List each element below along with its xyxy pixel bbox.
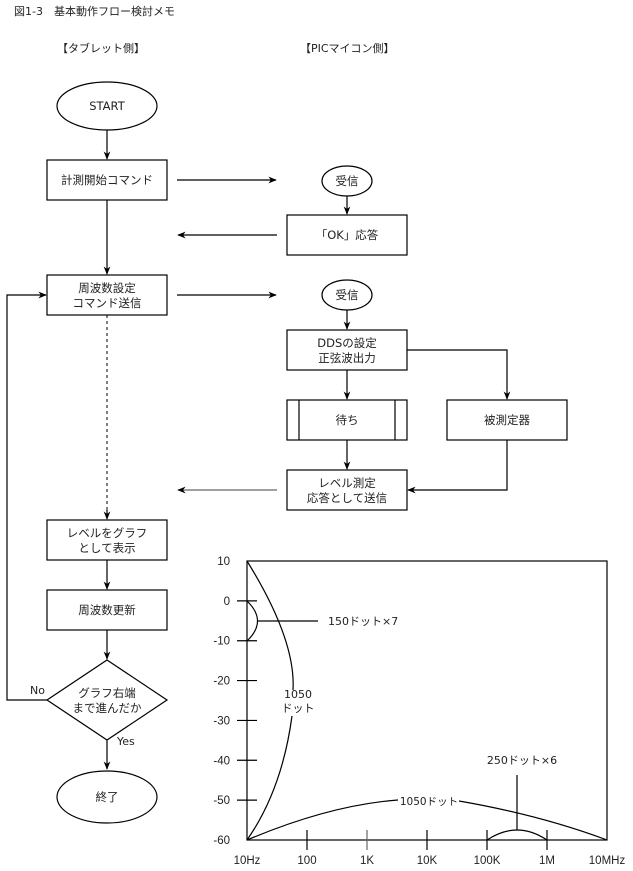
x-tick-label: 10K (417, 855, 438, 867)
y-tick-label: -40 (213, 755, 230, 767)
y-tick-label: -30 (213, 715, 230, 727)
figure-title: 図1-3 基本動作フロー検討メモ (14, 4, 175, 18)
y-span-curve-lower (246, 715, 293, 841)
ok-reply-box: 「OK」応答 (286, 214, 408, 256)
yes-label: Yes (116, 735, 135, 748)
dds-setup-box: DDSの設定 正弦波出力 (286, 329, 408, 371)
freq-update-label: 周波数更新 (78, 603, 136, 617)
x-tick-label: 10MHz (589, 855, 626, 867)
freq-set-label-1: 周波数設定 (78, 281, 136, 295)
decision-node: グラフ右端 まで進んだか (45, 659, 169, 741)
level-label-1: レベル測定 (318, 476, 376, 490)
x-tick-label: 1K (360, 855, 374, 867)
lane-header-tablet: 【タブレット側】 (57, 41, 145, 55)
graph-display-box: レベルをグラフ として表示 (46, 519, 168, 561)
dds-label-2: 正弦波出力 (318, 351, 376, 365)
y-zoom-annotation: 150ドット×7 (328, 615, 398, 628)
end-node: 終了 (56, 770, 158, 824)
y-tick-label: -10 (213, 636, 230, 648)
graph-display-label-2: として表示 (78, 541, 135, 555)
y-tick-label: -20 (213, 676, 230, 688)
no-label: No (30, 684, 45, 697)
receive-label-2: 受信 (336, 288, 359, 302)
lane-header-pic: 【PICマイコン側】 (300, 42, 395, 55)
x-tick-label: 1M (539, 855, 555, 867)
loop-back-arrow (6, 291, 47, 701)
dds-label-1: DDSの設定 (317, 336, 377, 350)
y-tick-label: -50 (213, 795, 230, 807)
arrow-dds-to-dut (407, 349, 511, 400)
y-tick-label: 0 (224, 596, 230, 608)
dut-label: 被測定器 (484, 413, 530, 427)
y-tick-label: -60 (213, 835, 230, 847)
receive-node-2: 受信 (321, 279, 373, 311)
receive-label-1: 受信 (336, 174, 359, 188)
x-zoom-annotation: 250ドット×6 (487, 754, 557, 767)
ok-reply-label: 「OK」応答 (316, 228, 379, 242)
end-label: 終了 (96, 790, 119, 804)
wait-process-box: 待ち (286, 399, 408, 441)
measure-start-command-box: 計測開始コマンド (46, 159, 168, 201)
graph-display-label-1: レベルをグラフ (67, 526, 148, 540)
level-measure-box: レベル測定 応答として送信 (286, 469, 408, 511)
x-total-annotation: 1050ドット (400, 796, 458, 808)
x-tick-label: 100K (474, 855, 501, 867)
start-node: START (56, 81, 158, 131)
wait-label: 待ち (336, 413, 359, 427)
y-total-annotation-2: ドット (282, 702, 315, 715)
freq-set-command-box: 周波数設定 コマンド送信 (46, 274, 168, 316)
receive-node-1: 受信 (321, 165, 373, 197)
x-zoom-brace (486, 829, 548, 841)
decision-label-2: まで進んだか (73, 701, 142, 715)
y-zoom-brace (246, 600, 259, 642)
x-tick-label: 100 (297, 855, 316, 867)
arrow-dut-to-level (407, 440, 508, 494)
dut-box: 被測定器 (446, 399, 568, 441)
measure-start-command-label: 計測開始コマンド (61, 173, 153, 187)
level-label-2: 応答として送信 (307, 491, 387, 505)
x-tick-label: 10Hz (234, 855, 261, 867)
y-axis-ticks: 10 0 -10 -20 -30 -40 -50 -60 (213, 556, 257, 847)
decision-label-1: グラフ右端 (78, 686, 136, 700)
y-tick-label: 10 (217, 556, 230, 568)
x-span-curve-left (246, 799, 399, 841)
y-span-curve-upper (246, 560, 294, 691)
x-axis-ticks: 10Hz 100 1K 10K 100K 1M 10MHz (234, 830, 626, 867)
y-total-annotation-1: 1050 (284, 688, 312, 701)
freq-update-box: 周波数更新 (46, 589, 168, 631)
freq-set-label-2: コマンド送信 (73, 296, 142, 310)
start-label: START (89, 99, 125, 113)
x-span-curve-right (458, 800, 608, 841)
